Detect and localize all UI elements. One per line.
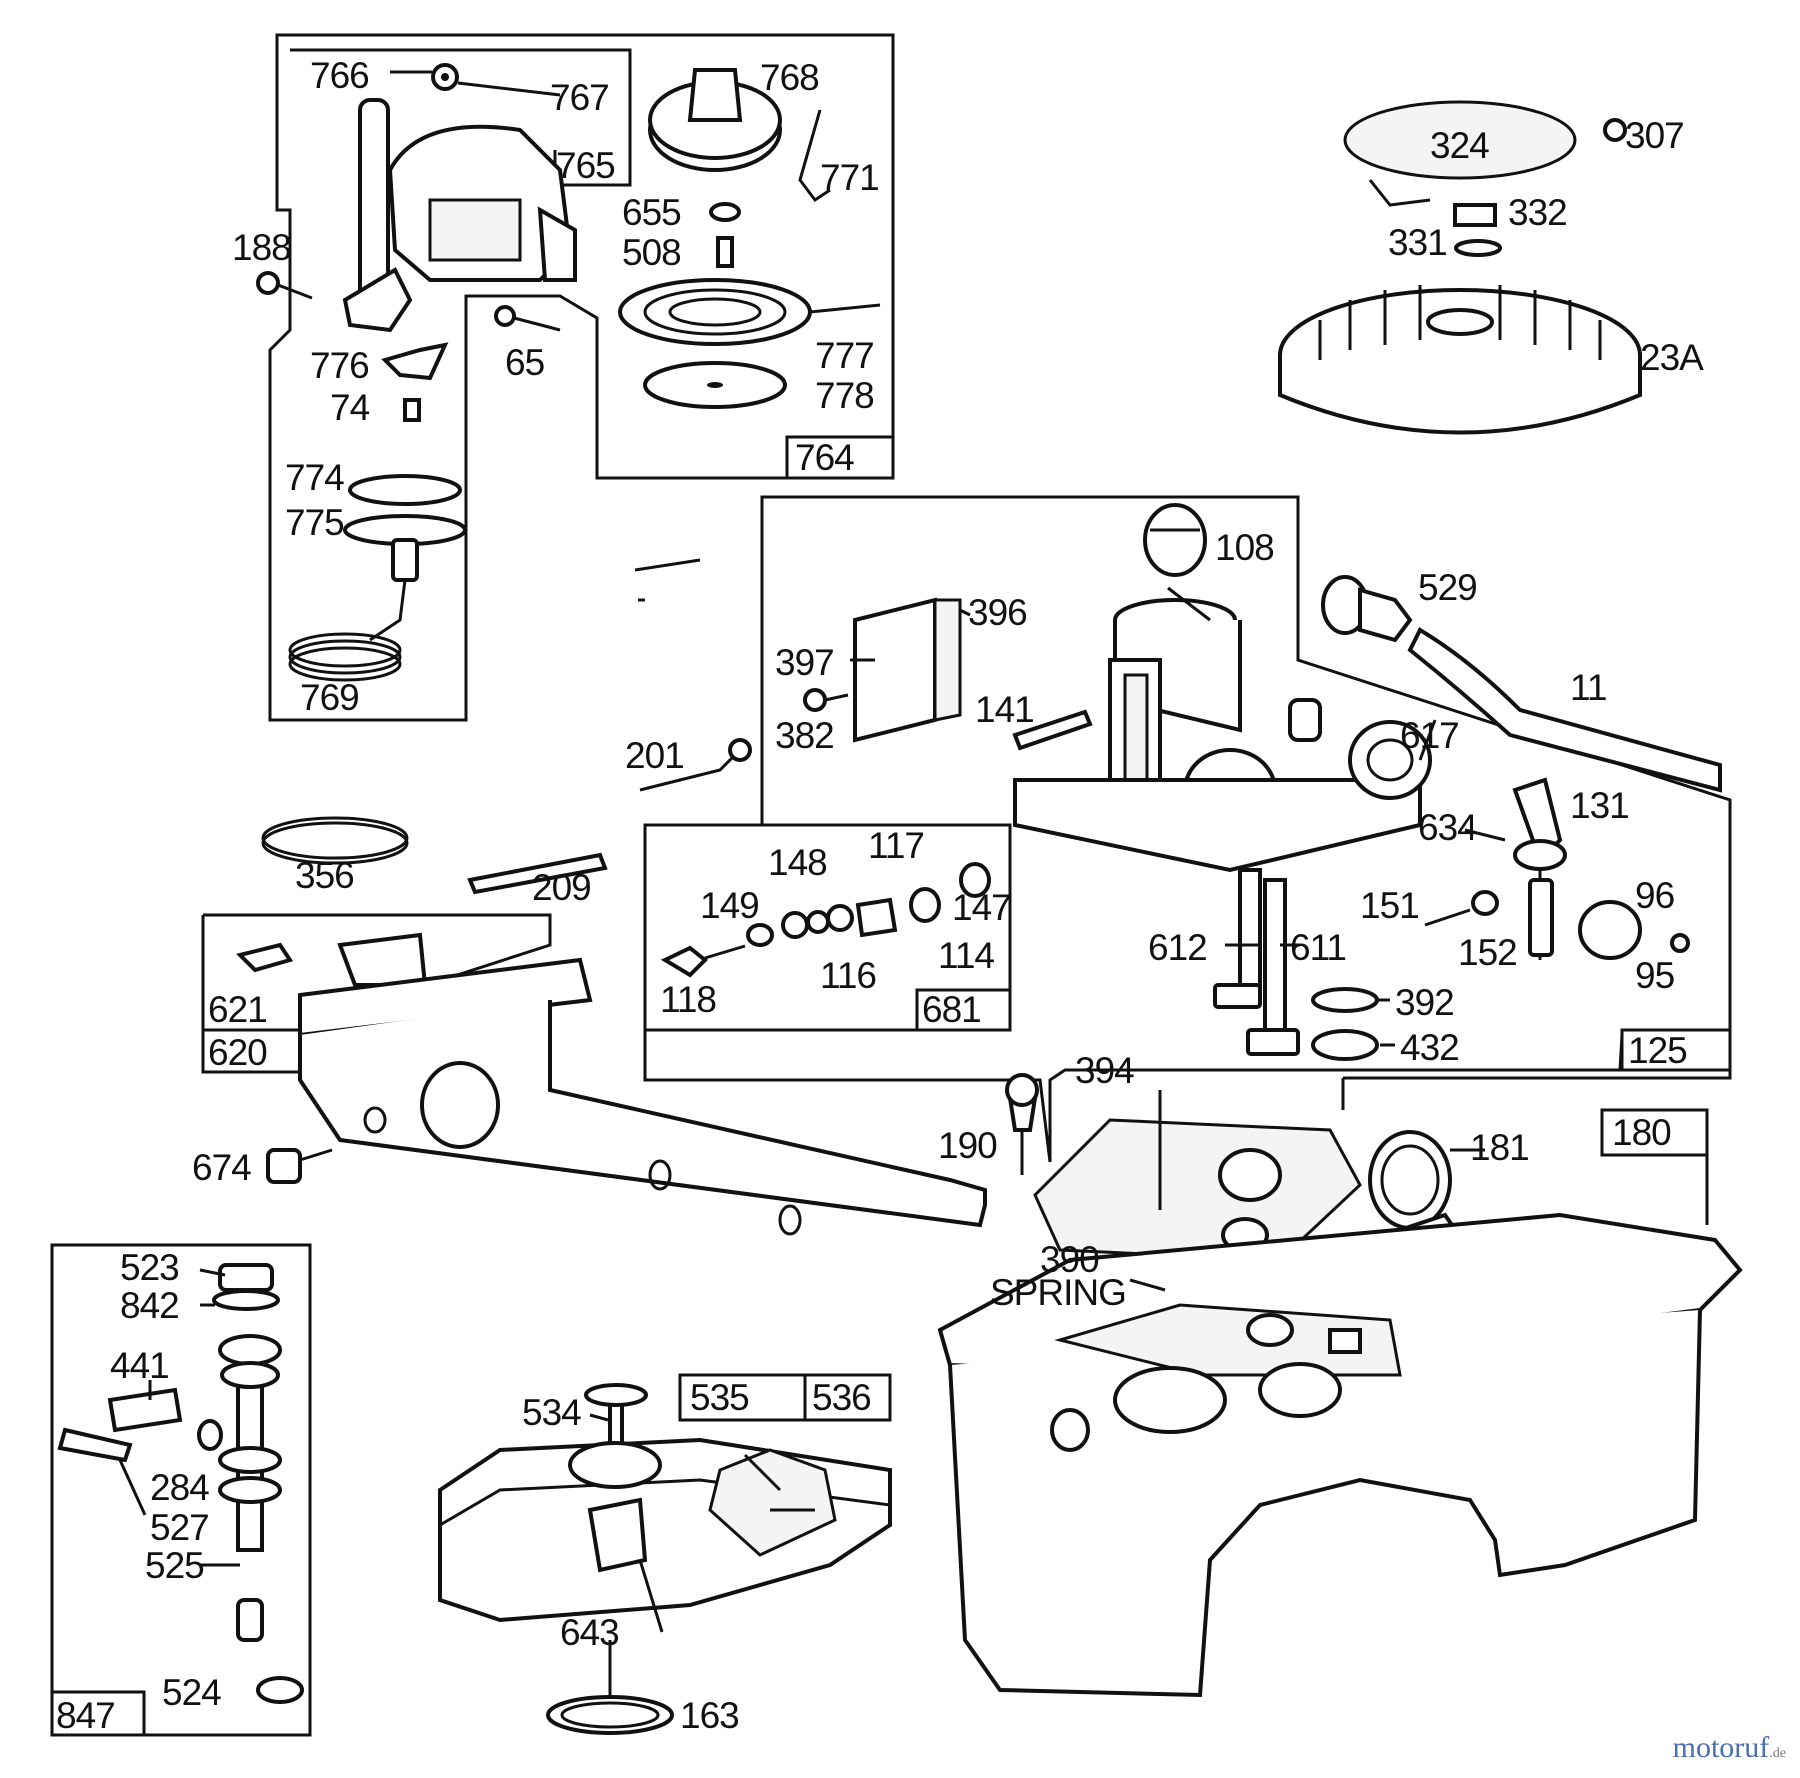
label-655: 655 xyxy=(622,192,681,233)
label-396: 396 xyxy=(968,592,1027,633)
label-620: 620 xyxy=(208,1032,267,1073)
label-397: 397 xyxy=(775,642,834,683)
group-125-carburetor xyxy=(639,495,1732,1163)
label-767: 767 xyxy=(550,77,609,118)
watermark: motoruf.de xyxy=(1673,1731,1786,1765)
label-188: 188 xyxy=(232,227,291,268)
label-23A: 23A xyxy=(1640,337,1704,378)
label-392: 392 xyxy=(1395,982,1454,1023)
watermark-tld: .de xyxy=(1769,1746,1786,1761)
label-65: 65 xyxy=(505,342,545,383)
label-611: 611 xyxy=(1290,927,1346,968)
label-96: 96 xyxy=(1635,875,1674,916)
label-307: 307 xyxy=(1625,115,1684,156)
group-180-tank xyxy=(937,1070,1743,1698)
watermark-brand: motoruf xyxy=(1672,1731,1770,1764)
label-149: 149 xyxy=(700,885,759,926)
label-356: 356 xyxy=(295,855,354,896)
label-74: 74 xyxy=(330,387,370,428)
label-190: 190 xyxy=(938,1125,997,1166)
label-634: 634 xyxy=(1418,807,1477,848)
label-771: 771 xyxy=(820,157,879,198)
label-769: 769 xyxy=(300,677,359,718)
label-141: 141 xyxy=(975,689,1034,730)
label-508: 508 xyxy=(622,232,681,273)
group-681-kit xyxy=(643,823,1012,1032)
label-324: 324 xyxy=(1430,125,1489,166)
label-643: 643 xyxy=(560,1612,619,1653)
label-778: 778 xyxy=(815,375,874,416)
label-131: 131 xyxy=(1570,785,1629,826)
group-847-primer xyxy=(50,1243,312,1737)
label-117: 117 xyxy=(868,825,924,866)
label-432: 432 xyxy=(1400,1027,1459,1068)
label-681: 681 xyxy=(922,989,981,1030)
label-116: 116 xyxy=(820,955,876,996)
label-181: 181 xyxy=(1470,1127,1529,1168)
label-536: 536 xyxy=(812,1377,871,1418)
label-621: 621 xyxy=(208,989,267,1030)
label-209: 209 xyxy=(532,867,591,908)
label-spring: SPRING xyxy=(990,1272,1126,1313)
label-523: 523 xyxy=(120,1247,179,1288)
label-765: 765 xyxy=(556,145,615,186)
label-284: 284 xyxy=(150,1467,209,1508)
label-776: 776 xyxy=(310,345,369,386)
label-95: 95 xyxy=(1635,955,1675,996)
label-525: 525 xyxy=(145,1545,204,1586)
label-125: 125 xyxy=(1628,1030,1687,1071)
label-11: 11 xyxy=(1570,667,1606,708)
label-535: 535 xyxy=(690,1377,749,1418)
label-180: 180 xyxy=(1612,1112,1671,1153)
label-331: 331 xyxy=(1388,222,1447,263)
label-441: 441 xyxy=(110,1345,169,1386)
label-382: 382 xyxy=(775,715,834,756)
label-764: 764 xyxy=(795,437,854,478)
label-108: 108 xyxy=(1215,527,1274,568)
label-201: 201 xyxy=(625,735,684,776)
label-114: 114 xyxy=(938,935,994,976)
label-768: 768 xyxy=(760,57,819,98)
label-842: 842 xyxy=(120,1285,179,1326)
label-775: 775 xyxy=(285,502,344,543)
label-617: 617 xyxy=(1400,715,1459,756)
label-766: 766 xyxy=(310,55,369,96)
label-529: 529 xyxy=(1418,567,1477,608)
label-390: 390 xyxy=(1040,1239,1099,1280)
group-536-air-cleaner xyxy=(438,1373,892,1735)
label-774: 774 xyxy=(285,457,344,498)
part-labels: 766 767 765 768 771 655 508 777 778 764 … xyxy=(56,55,1705,1736)
label-534: 534 xyxy=(522,1392,581,1433)
label-777: 777 xyxy=(815,335,874,376)
governor-bracket-group xyxy=(201,816,987,1236)
label-148: 148 xyxy=(768,842,827,883)
label-612: 612 xyxy=(1148,927,1207,968)
label-163: 163 xyxy=(680,1695,739,1736)
label-147: 147 xyxy=(952,887,1011,928)
label-118: 118 xyxy=(660,979,716,1020)
label-847: 847 xyxy=(56,1695,115,1736)
label-527: 527 xyxy=(150,1507,209,1548)
label-524: 524 xyxy=(162,1672,221,1713)
flywheel-group xyxy=(1278,100,1642,435)
leader-lines xyxy=(118,558,1506,1633)
group-764-starter xyxy=(256,33,895,722)
label-152: 152 xyxy=(1458,932,1517,973)
label-394: 394 xyxy=(1075,1050,1134,1091)
label-332: 332 xyxy=(1508,192,1567,233)
label-151: 151 xyxy=(1360,885,1419,926)
label-674: 674 xyxy=(192,1147,251,1188)
